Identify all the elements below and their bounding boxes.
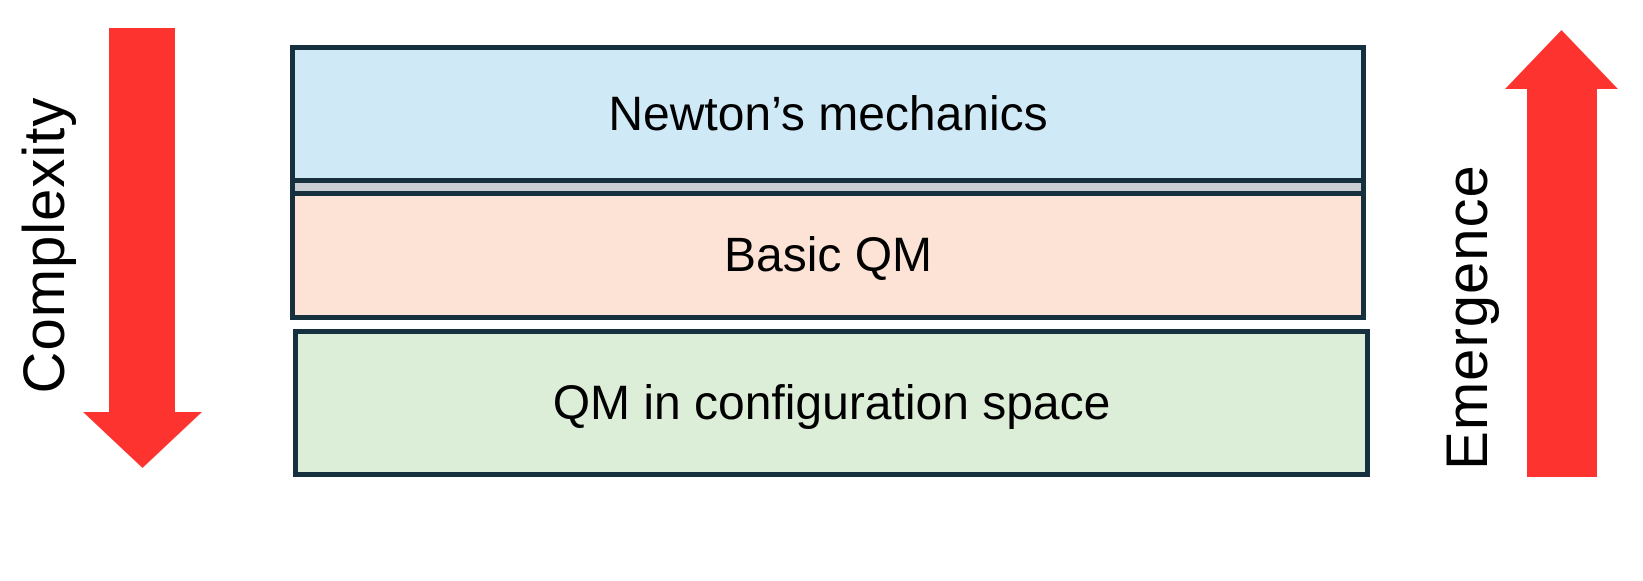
emergence-label: Emergence <box>1435 164 1500 470</box>
layer-qm-configuration-space-label: QM in configuration space <box>552 376 1111 430</box>
layer-newtons-mechanics: Newton’s mechanics <box>290 45 1366 183</box>
complexity-label: Complexity <box>12 96 77 394</box>
layer-basic-qm-label: Basic QM <box>723 229 933 282</box>
layer-qm-configuration-space: QM in configuration space <box>293 329 1370 477</box>
layer-basic-qm: Basic QM <box>290 191 1366 320</box>
up-arrow-shape <box>1505 30 1618 477</box>
down-arrow-icon <box>83 28 202 468</box>
layer-newtons-mechanics-label: Newton’s mechanics <box>608 87 1048 141</box>
layer-separator <box>290 183 1366 191</box>
up-arrow-icon <box>1505 30 1618 477</box>
down-arrow-shape <box>83 28 202 468</box>
